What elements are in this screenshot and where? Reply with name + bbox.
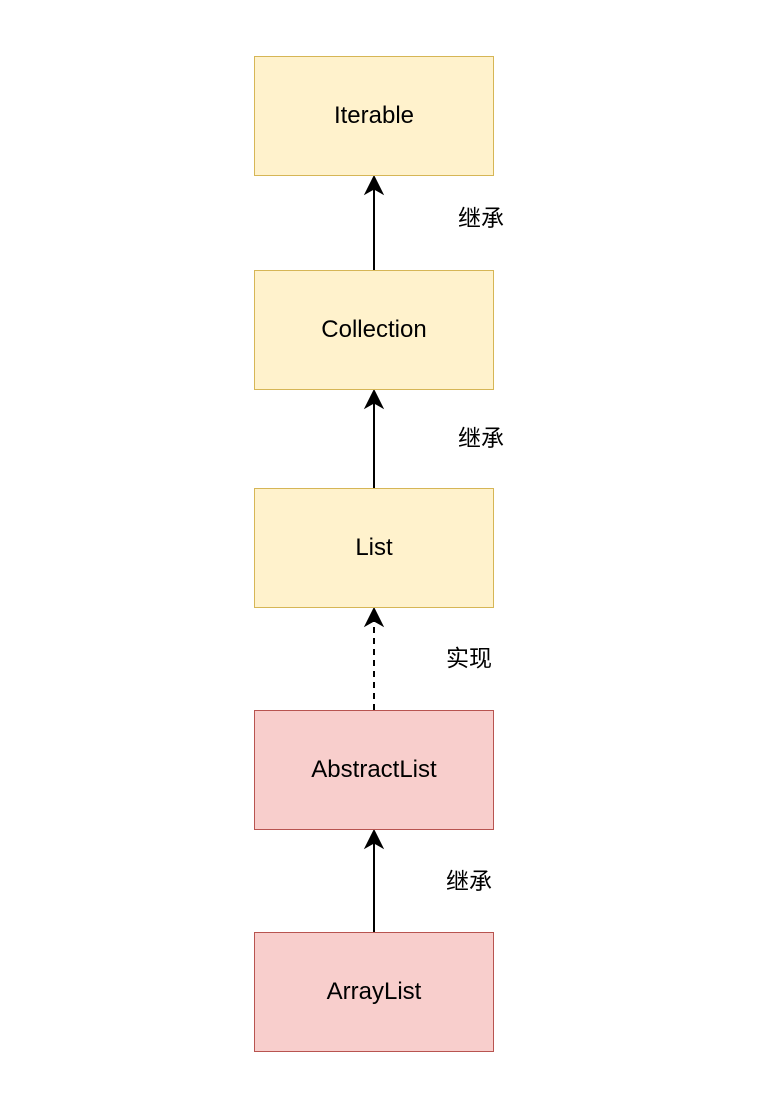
node-label: List [355, 534, 393, 561]
edge-list-to-collection [363, 388, 385, 488]
edge-arraylist-to-abstractlist [363, 828, 385, 932]
node-arraylist[interactable]: ArrayList [254, 932, 494, 1052]
edge-label-implements: 实现 [446, 646, 492, 672]
node-iterable[interactable]: Iterable [254, 56, 494, 176]
arrowhead [363, 606, 385, 628]
node-label: ArrayList [326, 978, 422, 1005]
arrowhead [363, 388, 385, 410]
node-list[interactable]: List [254, 488, 494, 608]
node-label: Iterable [333, 102, 415, 129]
edge-label-extends: 继承 [446, 869, 492, 895]
edge-label-extends: 继承 [458, 426, 504, 452]
arrowhead [363, 174, 385, 196]
edge-label-extends: 继承 [458, 206, 504, 232]
node-abstractlist[interactable]: AbstractList [254, 710, 494, 830]
node-label: AbstractList [311, 756, 437, 783]
edge-abstractlist-to-list [363, 606, 385, 710]
node-collection[interactable]: Collection [254, 270, 494, 390]
edge-collection-to-iterable [363, 174, 385, 270]
node-label: Collection [321, 316, 427, 343]
arrowhead [363, 828, 385, 850]
